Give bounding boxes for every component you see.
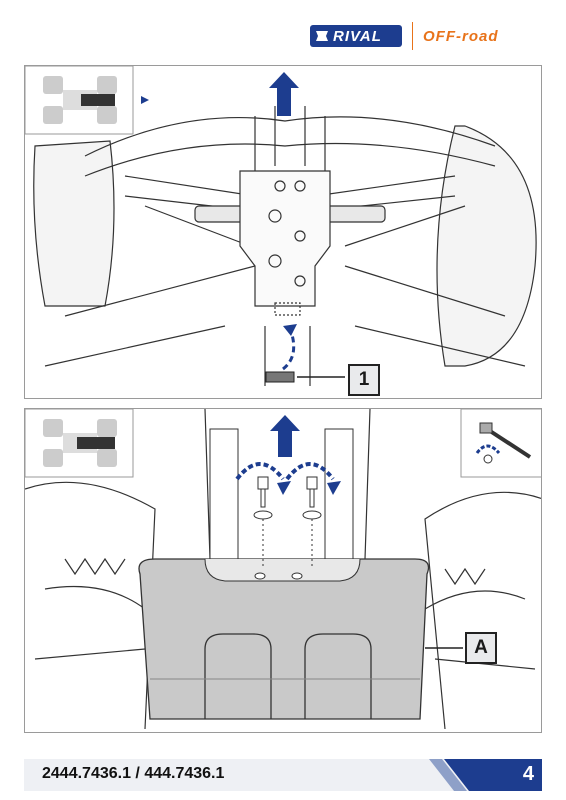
footer-bar: [24, 759, 542, 791]
step-1-illustration: [25, 66, 537, 386]
page-number: 4: [522, 763, 534, 785]
curved-arrow-icon: [282, 327, 296, 371]
atv-topview-icon: [25, 409, 134, 478]
skid-plate-a: [138, 558, 430, 720]
up-arrow-icon: [270, 415, 300, 457]
atv-topview-icon: [25, 66, 149, 135]
brand-name: RIVAL: [333, 27, 382, 45]
part-1-nut-icon: [265, 371, 295, 383]
socket-wrench-icon: [460, 409, 541, 478]
part-number: 2444.7436.1 / 444.7436.1: [42, 765, 225, 782]
brand-logo: RIVAL OFF-road: [310, 20, 540, 52]
clockwise-rotate-icon: [235, 462, 335, 481]
arrow-head-icon: [283, 324, 297, 336]
step-2-illustration: [25, 409, 541, 730]
brand-tagline: OFF-road: [423, 27, 499, 45]
step-1-panel: 1: [24, 65, 542, 399]
logo-divider: [412, 22, 413, 50]
callout-1: 1: [348, 364, 380, 396]
rival-badge: RIVAL: [310, 25, 402, 47]
callout-a: A: [465, 632, 497, 664]
page-footer: 2444.7436.1 / 444.7436.1 4: [24, 759, 542, 791]
step-2-panel: A: [24, 408, 542, 733]
bolt-icon: [253, 476, 322, 520]
rival-emblem-icon: [316, 31, 328, 41]
up-arrow-icon: [269, 72, 299, 116]
